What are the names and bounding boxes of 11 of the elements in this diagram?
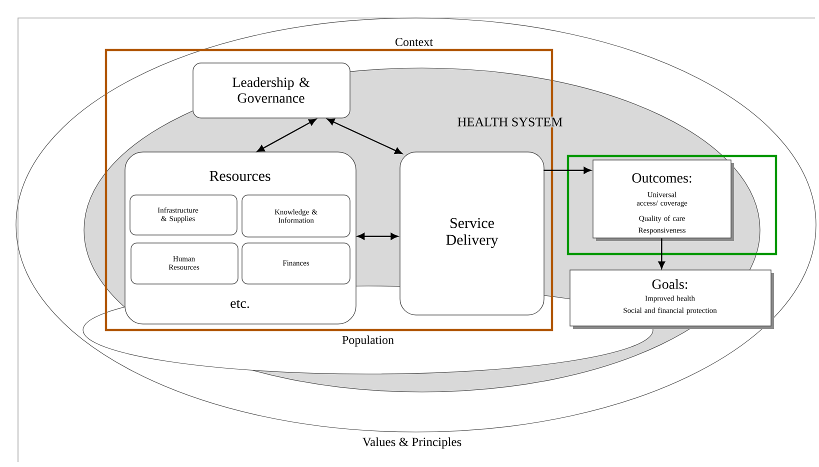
process-box: Service Delivery: [400, 152, 544, 316]
arrow: [544, 166, 592, 174]
process-box: Leadership & Governance: [192, 62, 350, 118]
arrow: [256, 118, 316, 152]
system-label: HEALTH SYSTEM: [456, 116, 564, 128]
arrow: [326, 118, 402, 154]
values-label: Values & Principles: [362, 437, 462, 449]
population-label: Population: [342, 336, 394, 346]
arrow: [357, 232, 398, 240]
arrow: [658, 238, 666, 269]
context-label: Context: [396, 38, 433, 46]
